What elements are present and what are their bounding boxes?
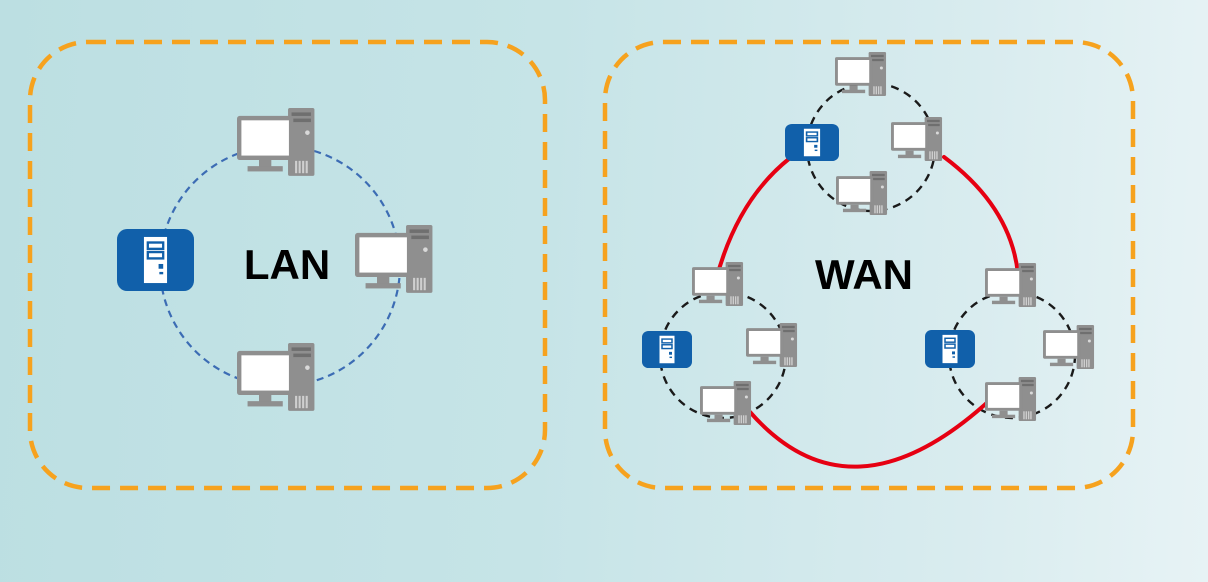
desktop-computer-icon (355, 225, 433, 293)
desktop-computer-icon (1043, 325, 1095, 369)
server-icon (642, 331, 692, 368)
desktop-computer-icon (746, 323, 798, 367)
wan-link-bottom (748, 398, 992, 469)
lan-label: LAN (243, 241, 331, 288)
desktop-computer-icon (891, 117, 943, 161)
desktop-computer-icon (237, 343, 315, 411)
wan-link-right (942, 155, 1020, 276)
server-icon (925, 330, 975, 368)
wan-label: WAN (815, 251, 913, 298)
wan-link-left (714, 156, 792, 282)
desktop-computer-icon (985, 263, 1037, 307)
desktop-computer-icon (700, 381, 752, 425)
desktop-computer-icon (692, 262, 744, 306)
lan-boundary-box (27, 39, 548, 491)
desktop-computer-icon (237, 108, 315, 176)
server-icon (117, 229, 194, 291)
desktop-computer-icon (836, 171, 888, 215)
server-icon (785, 124, 839, 161)
wan-boundary-box (602, 39, 1136, 491)
